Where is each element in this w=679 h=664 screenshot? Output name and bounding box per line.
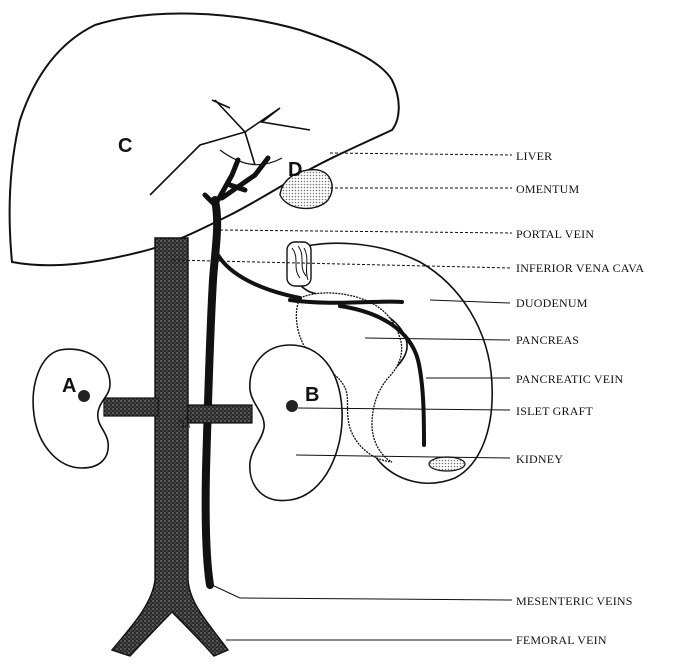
leader-liver bbox=[330, 153, 512, 155]
liver-shape bbox=[10, 14, 399, 266]
marker-b: B bbox=[305, 384, 319, 406]
islet-graft-b bbox=[286, 400, 298, 412]
marker-a: A bbox=[62, 375, 76, 397]
star-marker: ☆ bbox=[178, 412, 194, 432]
label-inferior-vena-cava: INFERIOR VENA CAVA bbox=[516, 261, 644, 275]
kidney-b bbox=[250, 345, 342, 501]
label-femoral-vein: FEMORAL VEIN bbox=[516, 633, 607, 647]
label-omentum: OMENTUM bbox=[516, 182, 580, 196]
marker-d: D bbox=[288, 159, 302, 181]
portal-vein bbox=[206, 200, 218, 585]
label-kidney: KIDNEY bbox=[516, 452, 563, 466]
kidney-a bbox=[33, 349, 110, 468]
right-renal-vein bbox=[188, 405, 252, 423]
label-portal-vein: PORTAL VEIN bbox=[516, 227, 594, 241]
label-duodenum: DUODENUM bbox=[516, 296, 588, 310]
leader-mesenteric bbox=[212, 585, 240, 598]
label-liver: LIVER bbox=[516, 149, 552, 163]
left-renal-vein bbox=[104, 398, 158, 416]
islet-graft-a bbox=[78, 390, 90, 402]
leader-portal-vein bbox=[220, 230, 512, 233]
marker-c: C bbox=[118, 135, 132, 157]
label-mesenteric-veins: MESENTERIC VEINS bbox=[516, 594, 633, 608]
leader-mesenteric-2 bbox=[240, 598, 512, 600]
label-pancreas: PANCREAS bbox=[516, 333, 579, 347]
label-islet-graft: ISLET GRAFT bbox=[516, 404, 593, 418]
duodenum-papilla bbox=[429, 457, 465, 471]
label-pancreatic-vein: PANCREATIC VEIN bbox=[516, 372, 623, 386]
